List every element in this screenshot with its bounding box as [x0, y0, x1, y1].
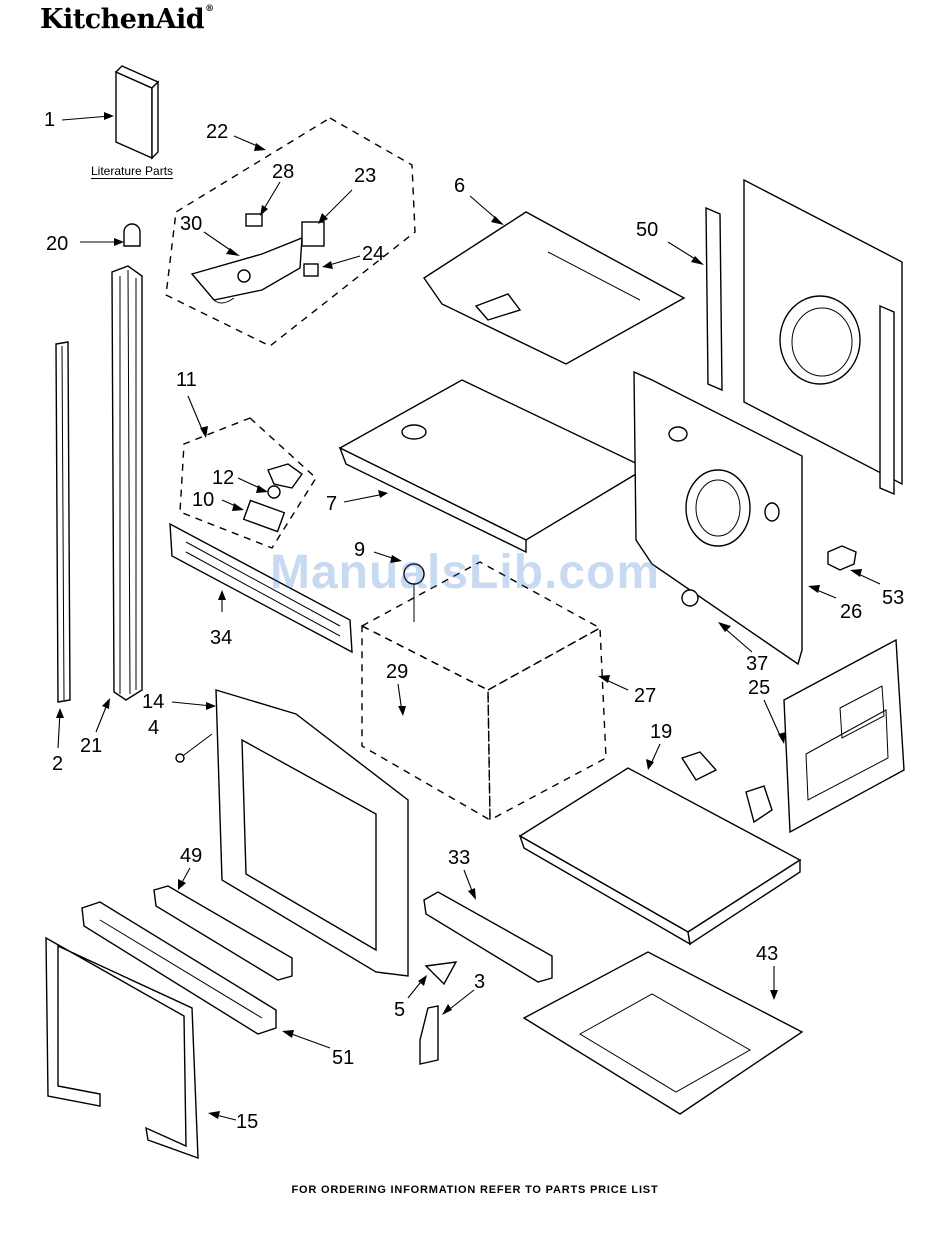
callout-4: 4: [148, 718, 159, 738]
callout-22: 22: [206, 122, 228, 142]
callout-34: 34: [210, 628, 232, 648]
callout-10: 10: [192, 490, 214, 510]
lower-pan: [524, 952, 802, 1114]
callout-27: 27: [634, 686, 656, 706]
callout-51: 51: [332, 1048, 354, 1068]
callout-6: 6: [454, 176, 465, 196]
callout-33: 33: [448, 848, 470, 868]
bracket-53: [828, 546, 856, 570]
callout-49: 49: [180, 846, 202, 866]
callout-25: 25: [748, 678, 770, 698]
top-cover: [340, 380, 646, 552]
callout-12: 12: [212, 468, 234, 488]
footer-note: FOR ORDERING INFORMATION REFER TO PARTS …: [0, 1184, 950, 1196]
clip-part: [124, 224, 140, 246]
callout-29: 29: [386, 662, 408, 682]
callout-24: 24: [362, 244, 384, 264]
literature-parts-label: Literature Parts: [91, 164, 173, 179]
side-panel-right: [784, 640, 904, 832]
callout-5: 5: [394, 1000, 405, 1020]
callout-23: 23: [354, 166, 376, 186]
callout-3: 3: [474, 972, 485, 992]
callout-20: 20: [46, 234, 68, 254]
control-group-outline: [166, 118, 415, 346]
literature-booklet: [116, 66, 158, 158]
callout-30: 30: [180, 214, 202, 234]
callout-37: 37: [746, 654, 768, 674]
callout-2: 2: [52, 754, 63, 774]
callout-11: 11: [176, 370, 197, 390]
vent-trim: [82, 902, 276, 1034]
callout-28: 28: [272, 162, 294, 182]
callout-26: 26: [840, 602, 862, 622]
callout-50: 50: [636, 220, 658, 240]
bracket-3: [420, 1006, 438, 1064]
side-trim-left: [56, 342, 70, 702]
callout-53: 53: [882, 588, 904, 608]
callout-19: 19: [650, 722, 672, 742]
side-trim-right: [112, 266, 142, 700]
callout-9: 9: [354, 540, 365, 560]
bracket-5: [426, 962, 456, 984]
callout-43: 43: [756, 944, 778, 964]
callout-7: 7: [326, 494, 337, 514]
watermark: ManualsLib.com: [270, 545, 660, 600]
callout-21: 21: [80, 736, 102, 756]
callout-15: 15: [236, 1112, 258, 1132]
screw-part: [176, 734, 212, 762]
callout-1: 1: [44, 110, 55, 130]
bottom-panel: [520, 752, 800, 944]
callout-14: 14: [142, 692, 164, 712]
